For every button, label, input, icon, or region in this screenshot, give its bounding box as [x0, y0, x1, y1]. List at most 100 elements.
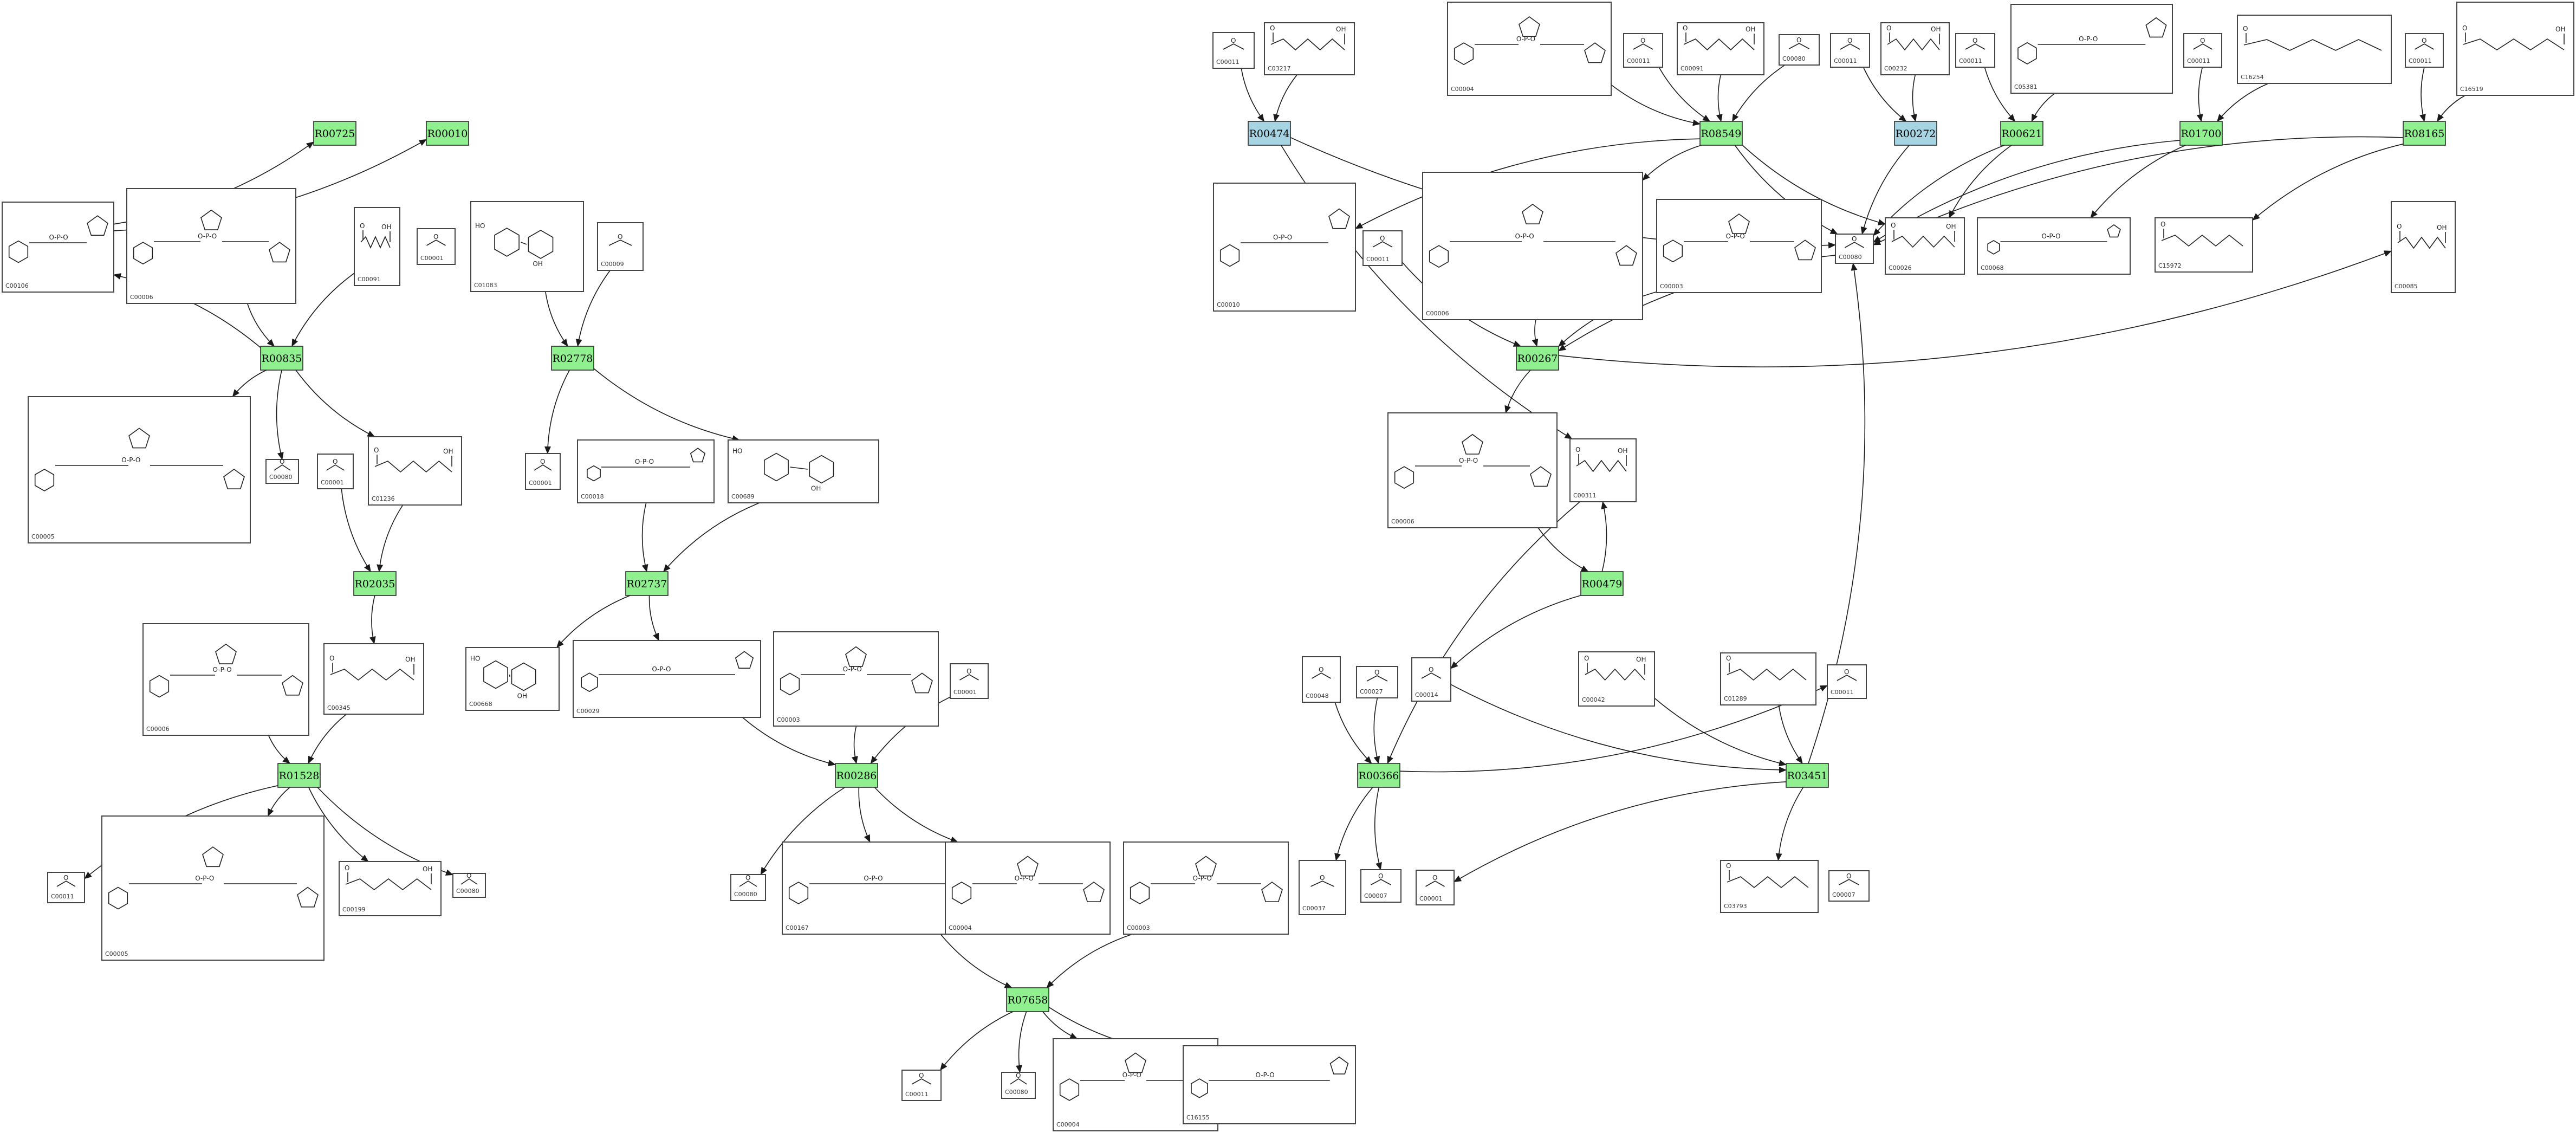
svg-text:O-P-O: O-P-O — [1015, 875, 1034, 882]
svg-text:O: O — [966, 668, 971, 675]
reaction-node[interactable]: R00267 — [1516, 346, 1559, 371]
reaction-node[interactable]: R00474 — [1248, 121, 1291, 146]
reaction-node[interactable]: R00621 — [2000, 121, 2043, 146]
reaction-node[interactable]: R02778 — [551, 346, 594, 371]
reaction-node[interactable]: R00366 — [1357, 763, 1400, 788]
svg-text:O: O — [360, 222, 365, 230]
reaction-node[interactable]: R02035 — [353, 571, 397, 596]
svg-text:O-P-O: O-P-O — [1726, 232, 1745, 240]
reaction-node[interactable]: R00725 — [313, 121, 356, 146]
reaction-node[interactable]: R01700 — [2179, 121, 2223, 146]
reaction-edge — [2217, 83, 2269, 122]
svg-text:O: O — [2397, 223, 2402, 230]
reaction-node[interactable]: R00479 — [1580, 571, 1624, 596]
reaction-node[interactable]: R08165 — [2403, 121, 2446, 146]
reaction-node[interactable]: R00835 — [260, 346, 303, 371]
compound-box — [452, 873, 486, 898]
reaction-node[interactable]: R07658 — [1006, 987, 1049, 1012]
reaction-label: R00272 — [1896, 128, 1936, 140]
reaction-edge — [2031, 93, 2055, 122]
reaction-node[interactable]: R00010 — [426, 121, 469, 146]
reaction-node[interactable]: R03451 — [1786, 763, 1829, 788]
reaction-node[interactable]: R08549 — [1699, 121, 1743, 146]
reaction-edge — [940, 934, 1013, 988]
compound-label: C00005 — [31, 533, 55, 540]
reaction-edge — [1454, 781, 1787, 883]
reaction-box — [277, 763, 321, 788]
reaction-node[interactable]: R02737 — [625, 571, 669, 596]
reaction-edge — [851, 726, 858, 764]
reaction-node[interactable]: R00286 — [835, 763, 878, 788]
reaction-label: R08165 — [2404, 128, 2445, 140]
reaction-node[interactable]: R01528 — [277, 763, 321, 788]
reaction-node[interactable]: R00272 — [1894, 121, 1937, 146]
